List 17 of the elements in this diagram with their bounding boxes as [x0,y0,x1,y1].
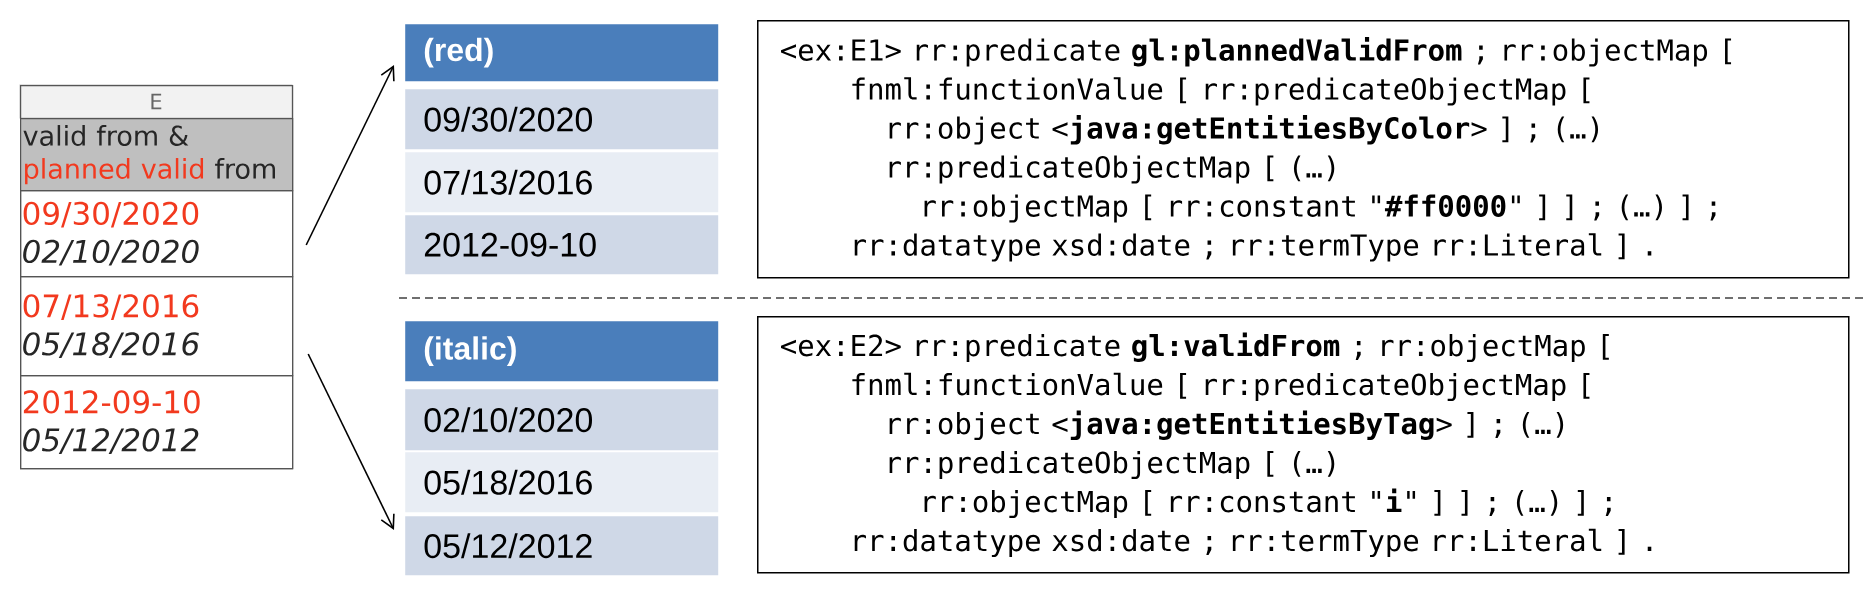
table-row: 2012-09-10 [405,215,719,275]
table-row: 07/13/2016 [405,152,719,213]
table-header: (italic) [405,321,719,382]
arrow [307,353,395,530]
table-header: (red) [405,24,719,82]
column-letter: E [151,93,162,110]
code-box: <ex:E1> rr:predicate gl:plannedValidFrom ; rr:objectMap [ fnml:functionValue [ rr:predicateObjectMap [ rr:object <java:getEntitiesByColor> ] ; (…) rr:predicateObjectMap [ (…) rr:objectMap [ rr:constant "#ff0000" ] ] ; (…) ] ; rr:datatype xsd:date ; rr:termType rr:Literal ] . [757,20,1850,279]
header-cell: valid from & planned valid from [20,118,294,192]
cell: 2012-09-10 05/12/2012 [20,375,294,470]
arrow [305,65,395,246]
cell: 07/13/2016 05/18/2016 [20,276,294,377]
table-row: 09/30/2020 [405,89,719,150]
cell: 09/30/2020 02/10/2020 [20,190,294,278]
table-row: 02/10/2020 [405,389,719,451]
table-row: 05/12/2012 [405,516,719,576]
table-row: 05/18/2016 [405,452,719,513]
code-box: <ex:E2> rr:predicate gl:validFrom ; rr:objectMap [ fnml:functionValue [ rr:predicateObjectMap [ rr:object <java:getEntitiesByTag> ] ; (…) rr:predicateObjectMap [ (…) rr:objectMap [ rr:constant "i" ] ] ; (…) ] ; rr:datatype xsd:date ; rr:termType rr:Literal ] . [757,316,1850,574]
